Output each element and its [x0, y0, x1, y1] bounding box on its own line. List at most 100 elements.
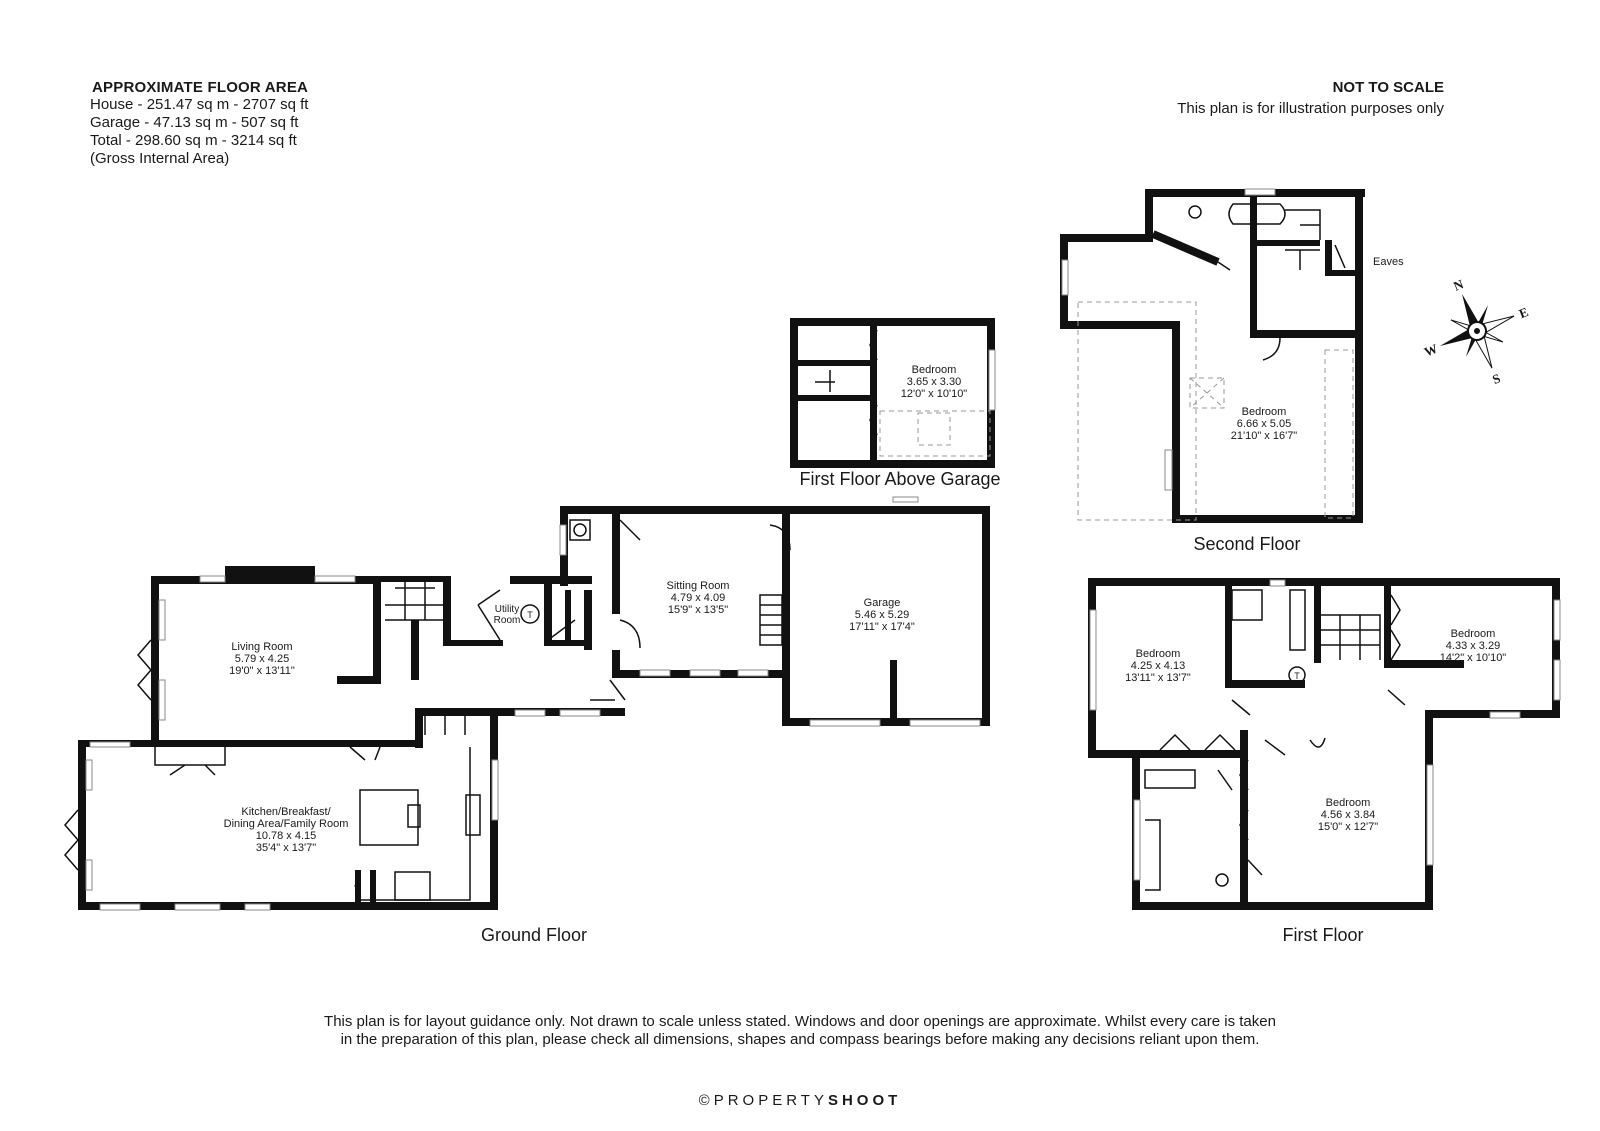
house-area: House - 251.47 sq m - 2707 sq ft [90, 96, 309, 113]
second-floor-bedroom-imperial: 21'10" x 16'7" [1231, 430, 1298, 442]
svg-text:17'11" x 17'4": 17'11" x 17'4" [849, 621, 915, 633]
svg-text:Bedroom: Bedroom [1136, 648, 1181, 660]
first-floor-bedroom1-imperial: 13'11" x 13'7" [1125, 672, 1191, 684]
disclaimer-line-2: in the preparation of this plan, please … [340, 1031, 1260, 1048]
compass-n: N [1451, 276, 1466, 294]
disclaimer: This plan is for layout guidance only. N… [0, 1013, 1600, 1049]
svg-text:Bedroom: Bedroom [1451, 628, 1496, 640]
garage-imperial: 17'11" x 17'4" [849, 621, 915, 633]
kitchen-imperial: 35'4" x 13'7" [256, 842, 316, 854]
svg-text:W: W [1422, 341, 1440, 360]
first-floor-wc-symbol: T [1294, 671, 1300, 681]
first-floor-bedroom3-metric: 4.56 x 3.84 [1321, 809, 1375, 821]
svg-text:21'10" x 16'7": 21'10" x 16'7" [1231, 430, 1298, 442]
living-room-metric: 5.79 x 4.25 [235, 653, 289, 665]
above-garage-plan [790, 318, 996, 468]
svg-text:4.56 x 3.84: 4.56 x 3.84 [1321, 809, 1375, 821]
garage-metric: 5.46 x 5.29 [855, 609, 909, 621]
compass-e: E [1517, 304, 1531, 321]
svg-text:First Floor Above Garage: First Floor Above Garage [799, 469, 1000, 489]
svg-text:12'0" x 10'10": 12'0" x 10'10" [901, 388, 968, 400]
above-garage-bedroom-imperial: 12'0" x 10'10" [901, 388, 968, 400]
second-floor-label: Second Floor [1193, 534, 1300, 554]
kitchen-name-1: Kitchen/Breakfast/ [241, 806, 331, 818]
first-floor-bedroom1-name: Bedroom [1136, 648, 1181, 660]
area-title: APPROXIMATE FLOOR AREA [92, 79, 309, 96]
garage-area: Garage - 47.13 sq m - 507 sq ft [90, 114, 299, 131]
eaves-label: Eaves [1373, 256, 1404, 268]
svg-text:N: N [1451, 276, 1466, 294]
svg-text:Second Floor: Second Floor [1193, 534, 1300, 554]
compass-w: W [1422, 341, 1440, 360]
svg-text:T: T [527, 610, 533, 620]
svg-text:4.33 x 3.29: 4.33 x 3.29 [1446, 640, 1500, 652]
svg-text:Dining Area/Family Room: Dining Area/Family Room [224, 818, 349, 830]
svg-text:3.65 x 3.30: 3.65 x 3.30 [907, 376, 961, 388]
not-to-scale-title: NOT TO SCALE [1332, 79, 1444, 96]
garage-name: Garage [864, 597, 901, 609]
compass-rose-icon: N E S W [1422, 276, 1531, 387]
svg-text:4.25 x 4.13: 4.25 x 4.13 [1131, 660, 1185, 672]
brand-prefix: ©PROPERTY [698, 1092, 828, 1109]
utility-wc-symbol: T [527, 610, 533, 620]
second-floor-plan [1060, 188, 1365, 523]
brand-logo: ©PROPERTYSHOOT [0, 1092, 1600, 1109]
svg-text:10.78 x 4.15: 10.78 x 4.15 [256, 830, 317, 842]
svg-text:35'4" x 13'7": 35'4" x 13'7" [256, 842, 316, 854]
svg-text:First Floor: First Floor [1283, 925, 1364, 945]
first-floor-bedroom3-name: Bedroom [1326, 797, 1371, 809]
utility-name-2: Room [494, 615, 521, 626]
svg-text:14'2" x 10'10": 14'2" x 10'10" [1440, 652, 1507, 664]
svg-text:Garage: Garage [864, 597, 901, 609]
first-floor-bedroom2-imperial: 14'2" x 10'10" [1440, 652, 1507, 664]
svg-text:S: S [1490, 370, 1502, 387]
first-floor-bedroom2-name: Bedroom [1451, 628, 1496, 640]
first-floor-label: First Floor [1283, 925, 1364, 945]
svg-text:4.79 x 4.09: 4.79 x 4.09 [671, 592, 725, 604]
svg-text:Eaves: Eaves [1373, 256, 1404, 268]
total-area: Total - 298.60 sq m - 3214 sq ft [90, 132, 297, 149]
svg-text:5.79 x 4.25: 5.79 x 4.25 [235, 653, 289, 665]
second-floor-bedroom-name: Bedroom [1242, 406, 1287, 418]
brand-suffix: SHOOT [827, 1092, 902, 1109]
disclaimer-line-1: This plan is for layout guidance only. N… [324, 1013, 1276, 1030]
first-floor-plan [1088, 578, 1561, 910]
svg-text:6.66 x 5.05: 6.66 x 5.05 [1237, 418, 1291, 430]
svg-text:Bedroom: Bedroom [1242, 406, 1287, 418]
above-garage-floor-label: First Floor Above Garage [799, 469, 1000, 489]
svg-text:5.46 x 5.29: 5.46 x 5.29 [855, 609, 909, 621]
sitting-room-imperial: 15'9" x 13'5" [668, 604, 728, 616]
utility-name-1: Utility [495, 604, 519, 615]
svg-text:13'11" x 13'7": 13'11" x 13'7" [1125, 672, 1191, 684]
first-floor-bedroom3-imperial: 15'0" x 12'7" [1318, 821, 1378, 833]
room-labels: Living Room 5.79 x 4.25 19'0" x 13'11" K… [224, 256, 1507, 854]
ground-floor-plan [64, 496, 990, 911]
illustration-note: This plan is for illustration purposes o… [1177, 100, 1444, 117]
kitchen-name-2: Dining Area/Family Room [224, 818, 349, 830]
svg-text:15'0" x 12'7": 15'0" x 12'7" [1318, 821, 1378, 833]
svg-text:Room: Room [494, 615, 521, 626]
svg-text:Sitting Room: Sitting Room [667, 580, 730, 592]
svg-text:T: T [1294, 671, 1300, 681]
svg-text:Bedroom: Bedroom [912, 364, 957, 376]
sitting-room-metric: 4.79 x 4.09 [671, 592, 725, 604]
above-garage-bedroom-name: Bedroom [912, 364, 957, 376]
svg-text:19'0" x 13'11": 19'0" x 13'11" [229, 665, 295, 677]
compass-s: S [1490, 370, 1502, 387]
first-floor-bedroom1-metric: 4.25 x 4.13 [1131, 660, 1185, 672]
svg-text:Living Room: Living Room [231, 641, 292, 653]
living-room-name: Living Room [231, 641, 292, 653]
ground-floor-label: Ground Floor [481, 925, 587, 945]
svg-text:15'9" x 13'5": 15'9" x 13'5" [668, 604, 728, 616]
svg-text:Bedroom: Bedroom [1326, 797, 1371, 809]
above-garage-bedroom-metric: 3.65 x 3.30 [907, 376, 961, 388]
gross-internal-note: (Gross Internal Area) [90, 150, 230, 167]
svg-text:Utility: Utility [495, 604, 519, 615]
svg-text:Ground Floor: Ground Floor [481, 925, 587, 945]
kitchen-metric: 10.78 x 4.15 [256, 830, 317, 842]
living-room-imperial: 19'0" x 13'11" [229, 665, 295, 677]
second-floor-bedroom-metric: 6.66 x 5.05 [1237, 418, 1291, 430]
svg-text:E: E [1517, 304, 1531, 321]
svg-text:Kitchen/Breakfast/: Kitchen/Breakfast/ [241, 806, 331, 818]
